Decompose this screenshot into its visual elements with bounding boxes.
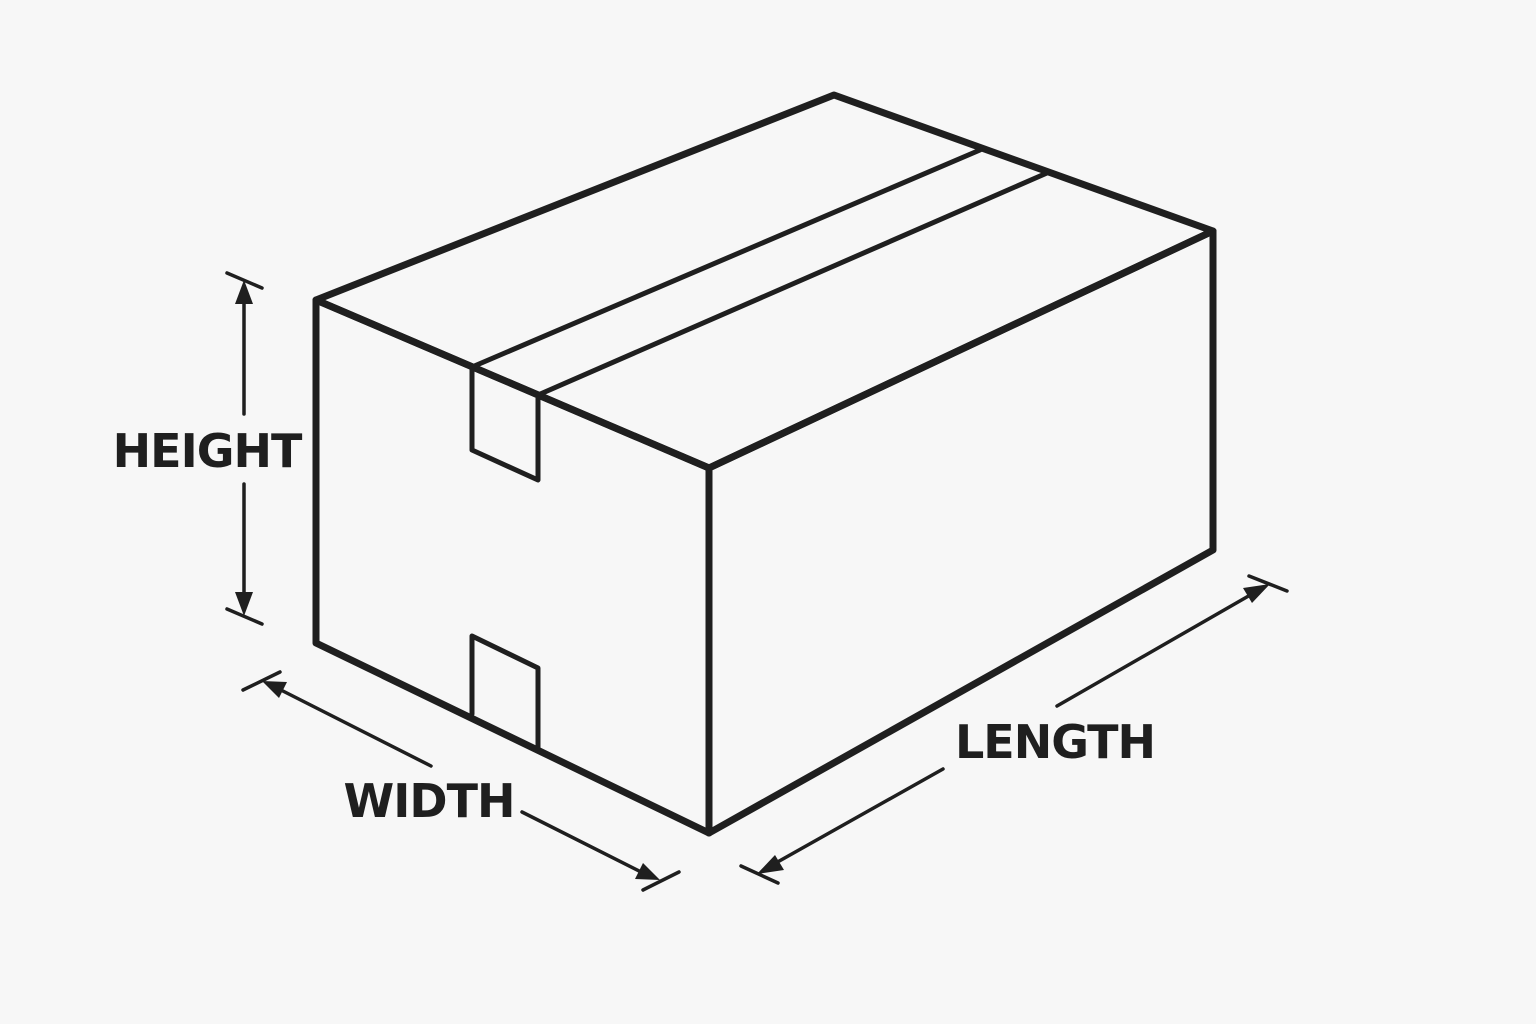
height-arrow-up — [235, 280, 253, 304]
width-line-lower — [520, 810, 647, 876]
length-line-upper — [1055, 592, 1254, 708]
length-dimension: LENGTH — [739, 574, 1289, 885]
tape-edge-right — [535, 170, 1050, 398]
box-left-face — [312, 296, 713, 837]
height-tick-bottom — [225, 607, 264, 626]
length-tick-right — [1247, 574, 1289, 593]
box-right-face — [705, 227, 1217, 837]
height-tick-top — [225, 271, 264, 290]
box-top-face — [312, 91, 1217, 472]
height-dimension: HEIGHT — [113, 271, 304, 626]
length-label: LENGTH — [955, 715, 1155, 769]
length-arrow-right — [1243, 584, 1270, 603]
tape-edge-left — [469, 147, 983, 370]
length-tick-left — [739, 864, 780, 885]
width-arrow-left — [262, 681, 287, 698]
length-line-lower — [772, 767, 945, 866]
height-arrow-down — [235, 592, 253, 616]
width-arrow-right — [635, 863, 660, 880]
width-line-upper — [273, 685, 433, 768]
packing-tape — [469, 147, 1050, 751]
length-arrow-left — [757, 855, 784, 874]
shipping-box — [312, 91, 1217, 837]
tape-flap-bottom — [469, 633, 541, 751]
tape-flap-top — [469, 364, 541, 483]
height-label: HEIGHT — [113, 424, 303, 478]
width-tick-right — [641, 870, 681, 892]
width-tick-left — [241, 670, 282, 692]
width-dimension: WIDTH — [241, 670, 681, 892]
width-label: WIDTH — [344, 774, 515, 828]
